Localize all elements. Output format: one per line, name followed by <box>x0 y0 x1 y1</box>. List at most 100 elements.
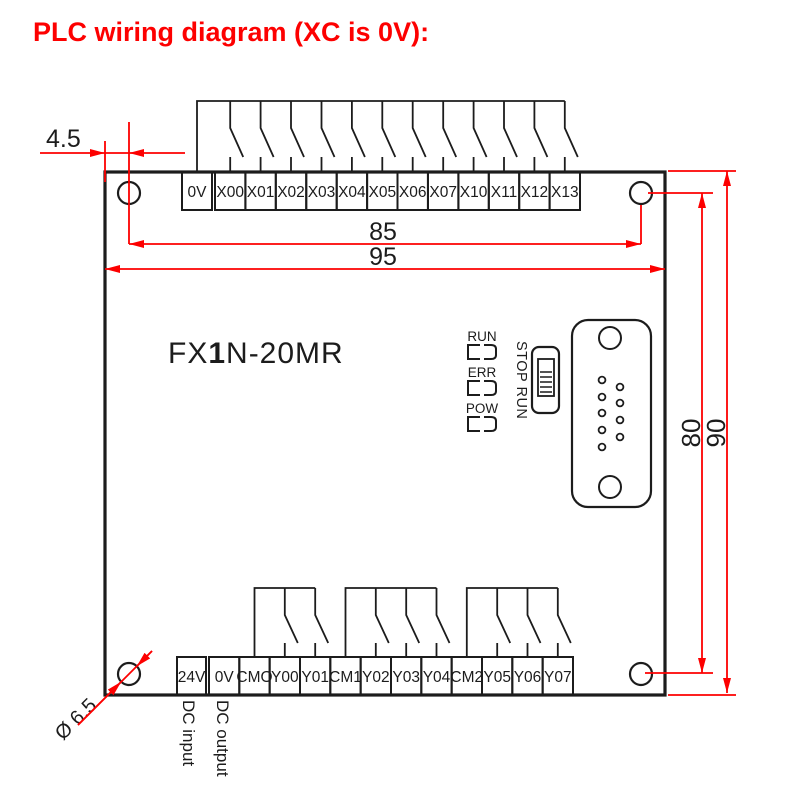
err-led-icon <box>467 380 480 396</box>
terminal-cell: Y01 <box>299 656 332 696</box>
cm1-common-bracket <box>344 587 437 657</box>
terminal-cell: CM1 <box>329 656 362 696</box>
terminal-label: Y05 <box>483 669 511 686</box>
page-title: PLC wiring diagram (XC is 0V): <box>33 17 429 47</box>
cm2-common-bracket <box>465 587 558 657</box>
terminal-label: CMO <box>236 669 272 686</box>
terminal-cell: CMO <box>236 656 273 696</box>
run-led-icon <box>484 344 497 360</box>
terminal-label: Y04 <box>423 669 451 686</box>
switch-x06-icon <box>411 101 427 172</box>
switch-body <box>530 345 561 415</box>
pow-led-label: POW <box>466 401 499 416</box>
switch-x07-icon <box>442 101 458 172</box>
dc-input-label: DC input <box>179 700 198 766</box>
terminal-label: Y01 <box>301 669 329 686</box>
terminal-cell: Y02 <box>359 656 393 696</box>
terminal-label: X03 <box>308 184 336 201</box>
terminal-cell: Y06 <box>511 656 544 696</box>
terminal-cell: X05 <box>366 171 399 211</box>
terminal-label: CM2 <box>450 669 483 686</box>
switch-x04-icon <box>351 101 366 172</box>
input-common-bus <box>196 100 565 172</box>
bottom-terminal-strip: 24V 0V CMO Y00 Y01 CM1 Y02 Y03 Y04 CM2 Y… <box>176 656 575 696</box>
switch-x02-icon <box>290 101 305 172</box>
terminal-cell: X07 <box>427 171 460 211</box>
switch-y04-icon <box>435 588 451 657</box>
terminal-cell: X04 <box>335 171 369 211</box>
terminal-cell: CM2 <box>450 656 483 696</box>
terminal-label: X05 <box>369 184 397 201</box>
dimension-board-height: 90 <box>668 170 736 696</box>
switch-y01-icon <box>314 588 330 657</box>
terminal-label: 0V <box>188 184 208 201</box>
terminal-label: X10 <box>460 184 488 201</box>
run-led-icon <box>467 344 480 360</box>
terminal-cell: X03 <box>305 171 338 211</box>
dimension-value: 80 <box>676 419 706 448</box>
dimension-hole-pitch-v: 80 <box>645 192 713 674</box>
switch-x11-icon <box>503 101 518 172</box>
terminal-label: X07 <box>429 184 457 201</box>
mounting-hole-bottom-right <box>628 661 654 687</box>
terminal-label: CM1 <box>329 669 362 686</box>
mounting-hole-bottom-left <box>116 661 142 687</box>
dimension-hole-diameter: Ø 6.5 <box>51 650 153 745</box>
run-stop-switch: STOP RUN <box>513 341 561 419</box>
switch-x05-icon <box>381 101 397 172</box>
model-name: FX1N-20MR <box>168 337 344 370</box>
dimension-value: 90 <box>701 419 731 448</box>
terminal-label: Y06 <box>514 669 542 686</box>
dimension-value: 85 <box>369 218 397 246</box>
dimension-value: 4.5 <box>46 125 81 153</box>
terminal-cell: 0V <box>181 171 213 211</box>
led-indicators: RUN ERR POW <box>466 329 499 432</box>
switch-x13-icon <box>563 101 579 172</box>
terminal-label: X11 <box>491 184 517 201</box>
terminal-cell: X00 <box>214 171 247 211</box>
terminal-cell: Y05 <box>481 656 514 696</box>
switch-x01-icon <box>259 101 275 172</box>
switch-x00-icon <box>229 101 245 172</box>
terminal-label: X00 <box>216 184 244 201</box>
terminal-label: Y00 <box>271 669 299 686</box>
terminal-label: Y07 <box>544 669 572 686</box>
err-led-icon <box>484 380 497 396</box>
input-switch-symbols <box>196 100 579 172</box>
terminal-label: Y02 <box>362 669 390 686</box>
switch-x10-icon <box>472 101 488 172</box>
dc-output-label: DC output <box>213 700 232 777</box>
switch-y05-icon <box>496 588 512 657</box>
terminal-cell: X12 <box>518 171 551 211</box>
output-switch-symbols <box>253 587 572 657</box>
terminal-label: 0V <box>215 669 235 686</box>
terminal-cell: X13 <box>548 171 581 211</box>
pow-led-icon <box>467 416 480 432</box>
terminal-cell: X11 <box>487 171 521 211</box>
terminal-label: X01 <box>247 184 275 201</box>
terminal-label: X04 <box>338 184 366 201</box>
terminal-label: X13 <box>551 184 579 201</box>
run-led-label: RUN <box>467 329 496 344</box>
switch-y06-icon <box>526 588 542 657</box>
dimension-hole-offset: 4.5 <box>40 122 185 244</box>
terminal-cell: X06 <box>396 171 429 211</box>
terminal-label: X12 <box>521 184 549 201</box>
terminal-cell: 24V <box>176 656 207 696</box>
terminal-label: X02 <box>277 184 305 201</box>
terminal-label: Y03 <box>392 669 420 686</box>
terminal-cell: Y07 <box>541 656 575 696</box>
terminal-label: 24V <box>178 669 206 686</box>
top-terminal-strip: 0V X00 X01 X02 X03 X04 X05 X06 X07 X10 X… <box>181 171 581 211</box>
dimension-value: 95 <box>369 243 397 271</box>
switch-y02-icon <box>374 588 390 657</box>
switch-x03-icon <box>320 101 336 172</box>
err-led-label: ERR <box>468 365 497 380</box>
pow-led-icon <box>484 416 497 432</box>
db9-port-icon <box>570 318 653 509</box>
terminal-cell: X10 <box>457 171 490 211</box>
switch-knob-grip <box>540 371 552 393</box>
terminal-cell: X02 <box>274 171 308 211</box>
terminal-label: X06 <box>399 184 427 201</box>
